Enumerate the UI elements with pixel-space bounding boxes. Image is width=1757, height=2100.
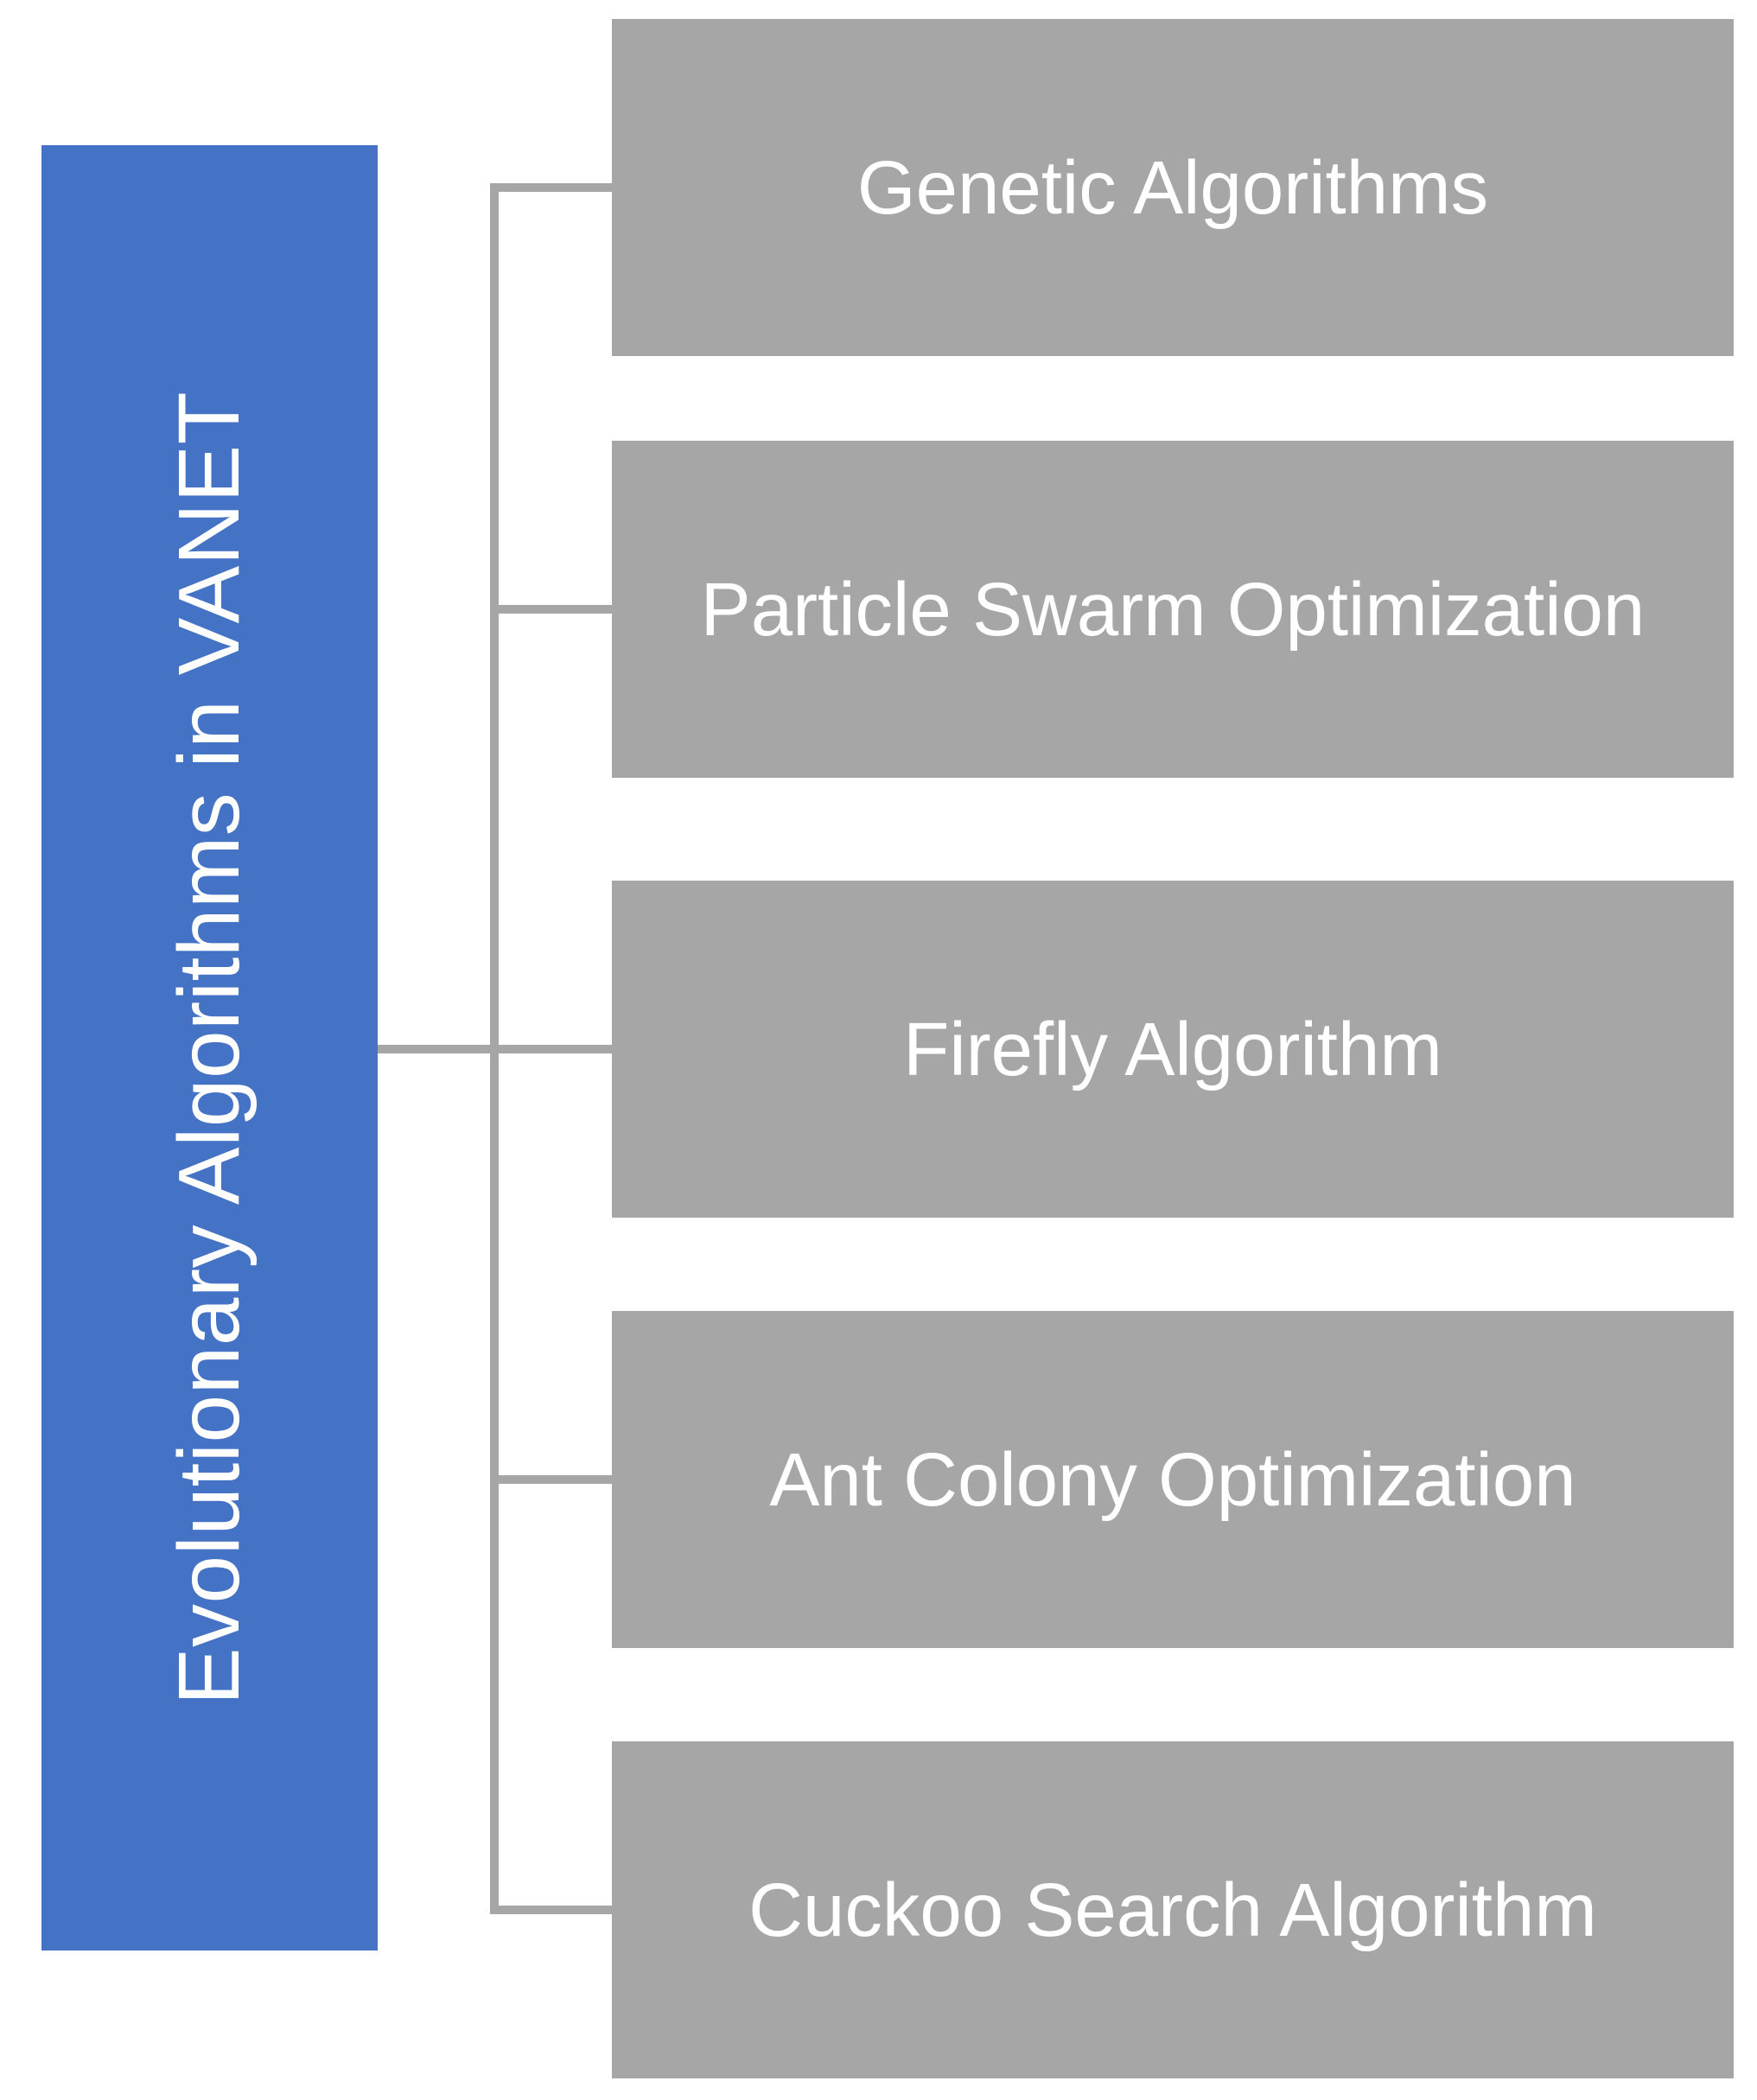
- child-node-particle-swarm-optimization: Particle Swarm Optimization: [612, 441, 1734, 778]
- connector-stub-genetic: [490, 183, 612, 192]
- child-node-label: Ant Colony Optimization: [769, 1437, 1576, 1522]
- connector-root-line: [378, 1045, 499, 1053]
- child-node-ant-colony-optimization: Ant Colony Optimization: [612, 1311, 1734, 1648]
- child-node-label: Firefly Algorithm: [903, 1007, 1442, 1091]
- connector-stub-aco: [490, 1475, 612, 1484]
- child-node-cuckoo-search-algorithm: Cuckoo Search Algorithm: [612, 1741, 1734, 2078]
- root-node-evolutionary-algorithms: Evolutionary Algorithms in VANET: [41, 145, 378, 1950]
- child-node-firefly-algorithm: Firefly Algorithm: [612, 881, 1734, 1218]
- child-node-genetic-algorithms: Genetic Algorithms: [612, 19, 1734, 356]
- child-node-label: Particle Swarm Optimization: [700, 567, 1646, 652]
- connector-stub-pso: [490, 605, 612, 614]
- child-node-label: Cuckoo Search Algorithm: [748, 1868, 1597, 1952]
- connector-stub-cuckoo: [490, 1906, 612, 1914]
- child-node-label: Genetic Algorithms: [856, 145, 1489, 230]
- connector-stub-firefly: [490, 1045, 612, 1053]
- root-node-label: Evolutionary Algorithms in VANET: [161, 391, 258, 1705]
